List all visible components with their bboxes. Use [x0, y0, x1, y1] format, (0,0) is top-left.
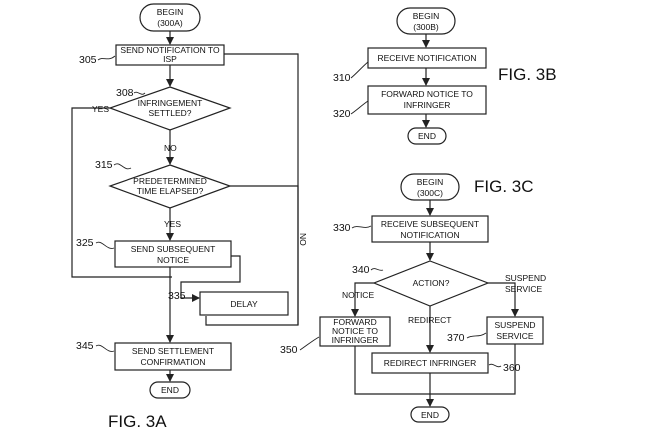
leader-325 [95, 241, 115, 249]
forward-notice-box [367, 85, 487, 115]
leader-350 [299, 336, 320, 351]
ref-330: 330 [333, 222, 351, 234]
ref-325: 325 [76, 237, 94, 249]
begin-300b-line1: BEGIN [413, 11, 439, 21]
end-3a-terminal [149, 381, 191, 399]
leader-340 [370, 268, 384, 271]
leader-305 [97, 55, 116, 61]
receive-subsequent-line2: NOTIFICATION [400, 230, 459, 240]
leader-345 [95, 344, 115, 352]
receive-subsequent-box [371, 215, 489, 243]
forward-notice-infringer-line3: INFRINGER [332, 335, 379, 345]
leader-360 [488, 363, 502, 368]
begin-300b-terminal [396, 7, 456, 35]
suspend-branch-label-line2: SERVICE [505, 284, 542, 294]
ref-360: 360 [503, 362, 521, 374]
delay-label: DELAY [230, 299, 258, 309]
send-subsequent-line2: NOTICE [157, 255, 189, 265]
receive-subsequent-line1: RECEIVE SUBSEQUENT [381, 219, 479, 229]
time-elapsed-decision [108, 164, 232, 209]
ref-370: 370 [447, 332, 465, 344]
action-decision [372, 260, 490, 307]
begin-300b-line2: (300B) [413, 22, 439, 32]
infringement-settled-decision [108, 86, 232, 131]
end-3c-label: END [421, 410, 439, 420]
fig-3a: BEGIN (300A) SEND NOTIFICATION TO ISP 30… [71, 3, 308, 431]
send-notification-line1: SEND NOTIFICATION TO [120, 45, 220, 55]
send-settlement-box [114, 342, 232, 371]
fig-3c: BEGIN (300C) FIG. 3C RECEIVE SUBSEQUENT … [280, 173, 546, 423]
no-label-time: NO [298, 233, 308, 246]
arrow-subsequent-to-delay [180, 255, 241, 302]
redirect-infringer-box [371, 352, 489, 374]
ref-340: 340 [352, 264, 370, 276]
ref-335: 335 [168, 290, 186, 302]
forward-notice-infringer-line1: FORWARD [333, 317, 376, 327]
forward-notice-infringer-box [319, 316, 391, 347]
notice-branch-label: NOTICE [342, 290, 374, 300]
end-3a-label: END [161, 385, 179, 395]
begin-300a-line2: (300A) [157, 18, 183, 28]
forward-notice-line2: INFRINGER [404, 100, 451, 110]
line-yes-branch [71, 107, 172, 278]
no-label-settled: NO [164, 143, 177, 153]
leader-370 [466, 332, 487, 339]
ref-308: 308 [116, 87, 134, 99]
yes-label-time: YES [164, 219, 181, 229]
suspend-branch-label-line1: SUSPEND [505, 273, 546, 283]
ref-305: 305 [79, 54, 97, 66]
delay-box [199, 291, 289, 316]
arrow-action-to-suspend [488, 282, 519, 317]
arrow-action-to-forward [351, 282, 374, 317]
ref-350: 350 [280, 344, 298, 356]
send-settlement-line1: SEND SETTLEMENT [132, 346, 214, 356]
end-3b-terminal [407, 127, 447, 145]
send-subsequent-box [114, 240, 232, 268]
end-3c-terminal [410, 406, 450, 423]
begin-300c-line2: (300C) [417, 188, 443, 198]
time-elapsed-line1: PREDETERMINED [133, 176, 207, 186]
line-suspend-to-end [430, 344, 516, 395]
ref-310: 310 [333, 72, 351, 84]
line-forward-to-end [354, 346, 430, 395]
yes-label-settled: YES [92, 104, 109, 114]
end-3b-label: END [418, 131, 436, 141]
suspend-service-line2: SERVICE [496, 331, 533, 341]
begin-300a-line1: BEGIN [157, 7, 183, 17]
send-notification-box [115, 44, 225, 66]
ref-315: 315 [95, 159, 113, 171]
begin-300c-line1: BEGIN [417, 177, 443, 187]
send-notification-line2: ISP [163, 54, 177, 64]
redirect-branch-label: REDIRECT [408, 315, 451, 325]
fig-3b: BEGIN (300B) RECEIVE NOTIFICATION 310 FO… [333, 7, 557, 145]
send-subsequent-line1: SEND SUBSEQUENT [131, 244, 216, 254]
infringement-settled-line1: INFRINGEMENT [138, 98, 203, 108]
begin-300a-terminal [139, 3, 201, 32]
send-settlement-line2: CONFIRMATION [140, 357, 205, 367]
begin-300c-terminal [400, 173, 460, 201]
receive-notification-box [367, 47, 487, 69]
infringement-settled-line2: SETTLED? [149, 108, 192, 118]
suspend-service-line1: SUSPEND [494, 320, 535, 330]
leader-320 [350, 100, 369, 115]
line-delay-return [224, 53, 299, 325]
forward-notice-infringer-line2: NOTICE TO [332, 326, 378, 336]
redirect-infringer-label: REDIRECT INFRINGER [384, 358, 476, 368]
fig-3b-caption: FIG. 3B [498, 65, 557, 84]
ref-320: 320 [333, 108, 351, 120]
forward-notice-line1: FORWARD NOTICE TO [381, 89, 473, 99]
leader-308 [133, 91, 146, 95]
leader-330 [351, 225, 372, 229]
leader-315 [113, 163, 132, 170]
fig-3c-caption: FIG. 3C [474, 177, 534, 196]
time-elapsed-line2: TIME ELAPSED? [137, 186, 204, 196]
action-label: ACTION? [413, 278, 450, 288]
fig-3a-caption: FIG. 3A [108, 412, 167, 431]
leader-310 [350, 61, 369, 79]
ref-345: 345 [76, 340, 94, 352]
suspend-service-box [486, 316, 544, 345]
receive-notification-label: RECEIVE NOTIFICATION [377, 53, 476, 63]
